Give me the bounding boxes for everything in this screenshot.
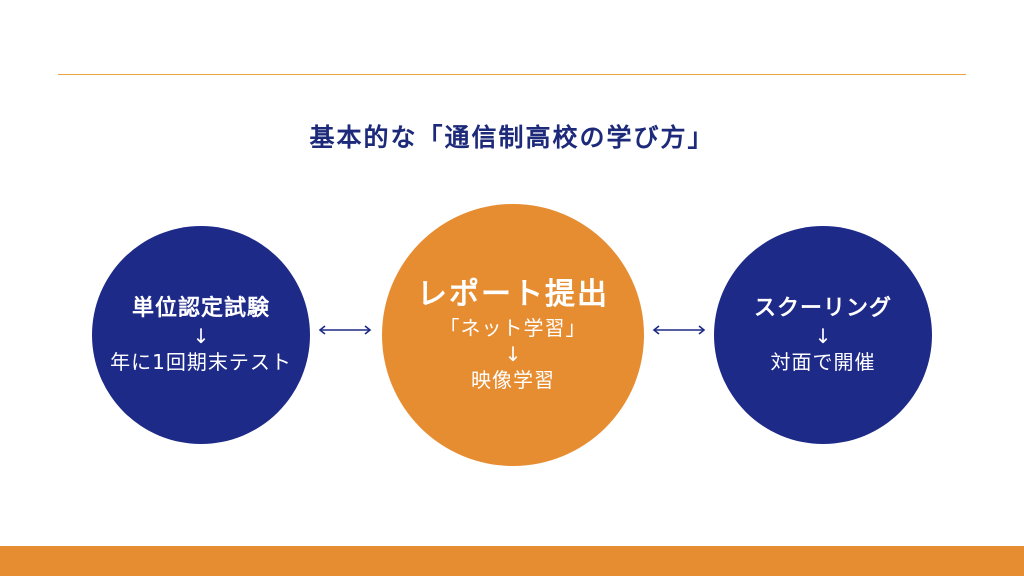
report-title: レポート提出	[417, 277, 609, 312]
report-down-arrow-icon: ↓	[504, 342, 522, 366]
schooling-circle: スクーリング ↓ 対面で開催	[714, 226, 932, 444]
exam-title: 単位認定試験	[131, 296, 270, 321]
schooling-title: スクーリング	[753, 296, 892, 321]
double-arrow-icon	[318, 325, 372, 335]
report-circle: レポート提出 「ネット学習」 ↓ 映像学習	[382, 204, 644, 466]
exam-detail: 年に1回期末テスト	[110, 350, 292, 374]
top-divider	[58, 74, 966, 75]
schooling-down-arrow-icon: ↓	[814, 324, 832, 348]
bottom-band	[0, 546, 1024, 576]
report-detail-2: 映像学習	[471, 368, 555, 392]
exam-circle: 単位認定試験 ↓ 年に1回期末テスト	[92, 226, 310, 444]
exam-down-arrow-icon: ↓	[192, 324, 210, 348]
schooling-detail: 対面で開催	[770, 350, 876, 374]
page-title: 基本的な「通信制高校の学び方」	[309, 123, 715, 152]
double-arrow-icon	[652, 325, 706, 335]
report-detail: 「ネット学習」	[439, 316, 587, 340]
